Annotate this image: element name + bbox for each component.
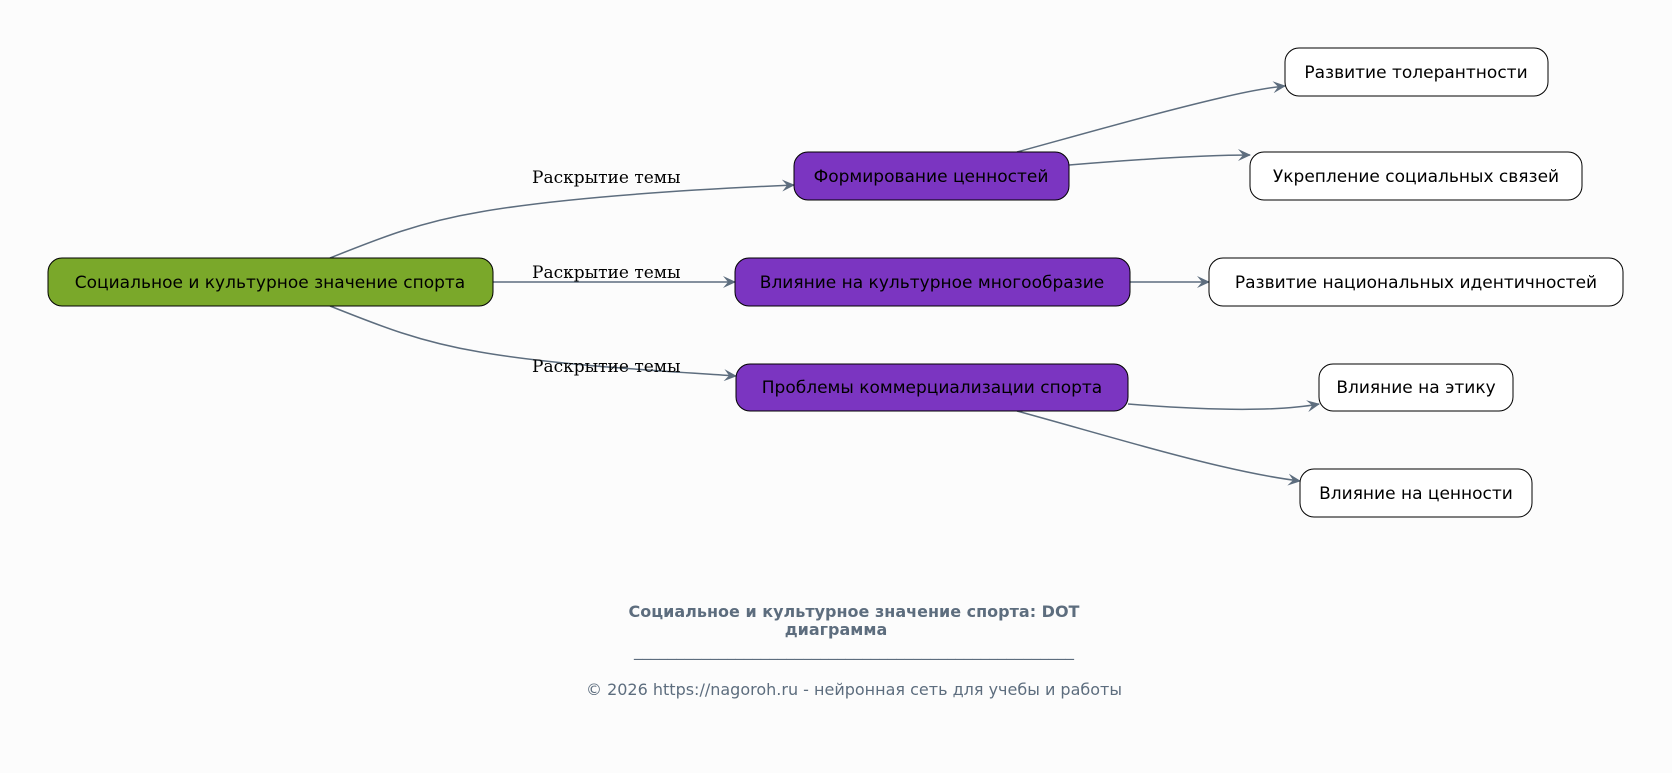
node-national[interactable]: Развитие национальных идентичностей [1208,257,1624,307]
node-label: Укрепление социальных связей [1273,167,1559,187]
node-commercial[interactable]: Проблемы коммерциализации спорта [735,363,1129,412]
node-label: Развитие толерантности [1304,63,1527,83]
node-label: Влияние на ценности [1319,484,1513,504]
edge-root-commercial [329,305,737,382]
node-root[interactable]: Социальное и культурное значение спорта [47,257,494,307]
node-label: Проблемы коммерциализации спорта [762,378,1102,398]
node-social-ties[interactable]: Укрепление социальных связей [1249,151,1583,201]
edge-label: Раскрытие темы [532,168,681,188]
edge-values-tolerance [1016,81,1286,153]
edge-root-values [329,179,795,259]
copyright: © 2026 https://nagoroh.ru - нейронная се… [586,680,1122,699]
node-diversity[interactable]: Влияние на культурное многообразие [734,257,1131,307]
edge-values-social [1068,149,1251,166]
node-label: Формирование ценностей [814,167,1049,187]
edge-commercial-valuesinf [1016,410,1301,486]
edge-label: Раскрытие темы [532,263,681,283]
edge-label: Раскрытие темы [532,357,681,377]
edge-commercial-ethics [1127,400,1320,413]
node-tolerance[interactable]: Развитие толерантности [1284,47,1549,97]
node-label: Социальное и культурное значение спорта [75,273,465,293]
node-ethics[interactable]: Влияние на этику [1318,363,1514,412]
node-label: Влияние на этику [1336,378,1495,398]
node-values[interactable]: Формирование ценностей [793,151,1070,201]
separator: ________________________________________… [633,641,1075,661]
node-label: Развитие национальных идентичностей [1235,273,1597,293]
diagram-title-line2: диаграмма [785,620,888,639]
diagram-title: Социальное и культурное значение спорта:… [629,602,1080,621]
node-values-influence[interactable]: Влияние на ценности [1299,468,1533,518]
node-label: Влияние на культурное многообразие [760,273,1104,293]
